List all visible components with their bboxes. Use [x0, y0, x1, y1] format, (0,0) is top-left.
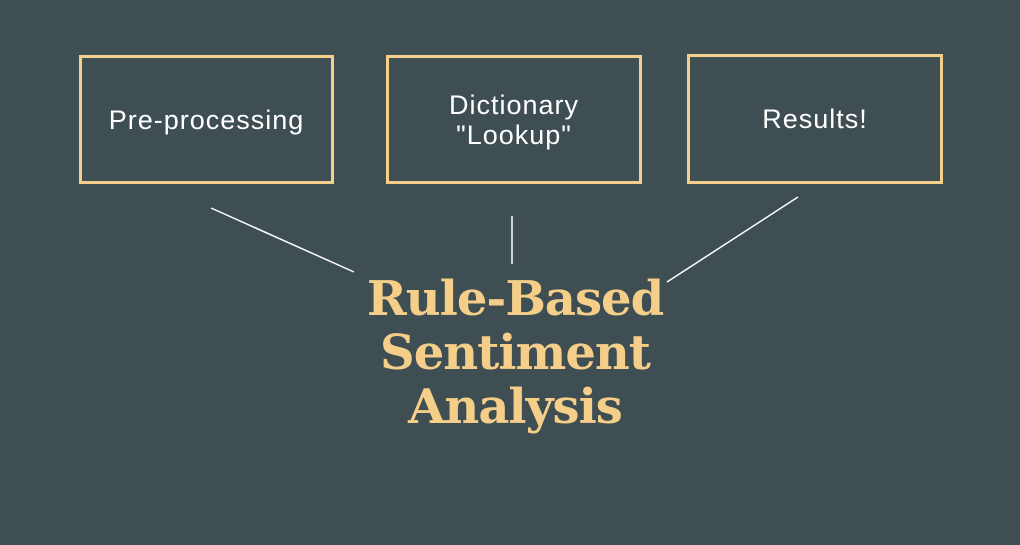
connector-line-right — [666, 196, 799, 283]
title-line-2: Sentiment — [380, 325, 651, 381]
step-label-dictionary-lookup: Dictionary "Lookup" — [448, 89, 580, 150]
connector-line-left — [210, 207, 355, 273]
step-label-pre-processing: Pre-processing — [108, 104, 305, 135]
step-box-dictionary-lookup: Dictionary "Lookup" — [386, 55, 642, 184]
step-box-pre-processing: Pre-processing — [79, 55, 334, 184]
step-label-results: Results! — [762, 104, 868, 134]
step-box-results: Results! — [687, 54, 943, 184]
diagram-title: Rule-Based Sentiment Analysis — [310, 272, 720, 434]
title-line-3: Analysis — [408, 379, 623, 435]
title-line-1: Rule-Based — [366, 271, 664, 327]
